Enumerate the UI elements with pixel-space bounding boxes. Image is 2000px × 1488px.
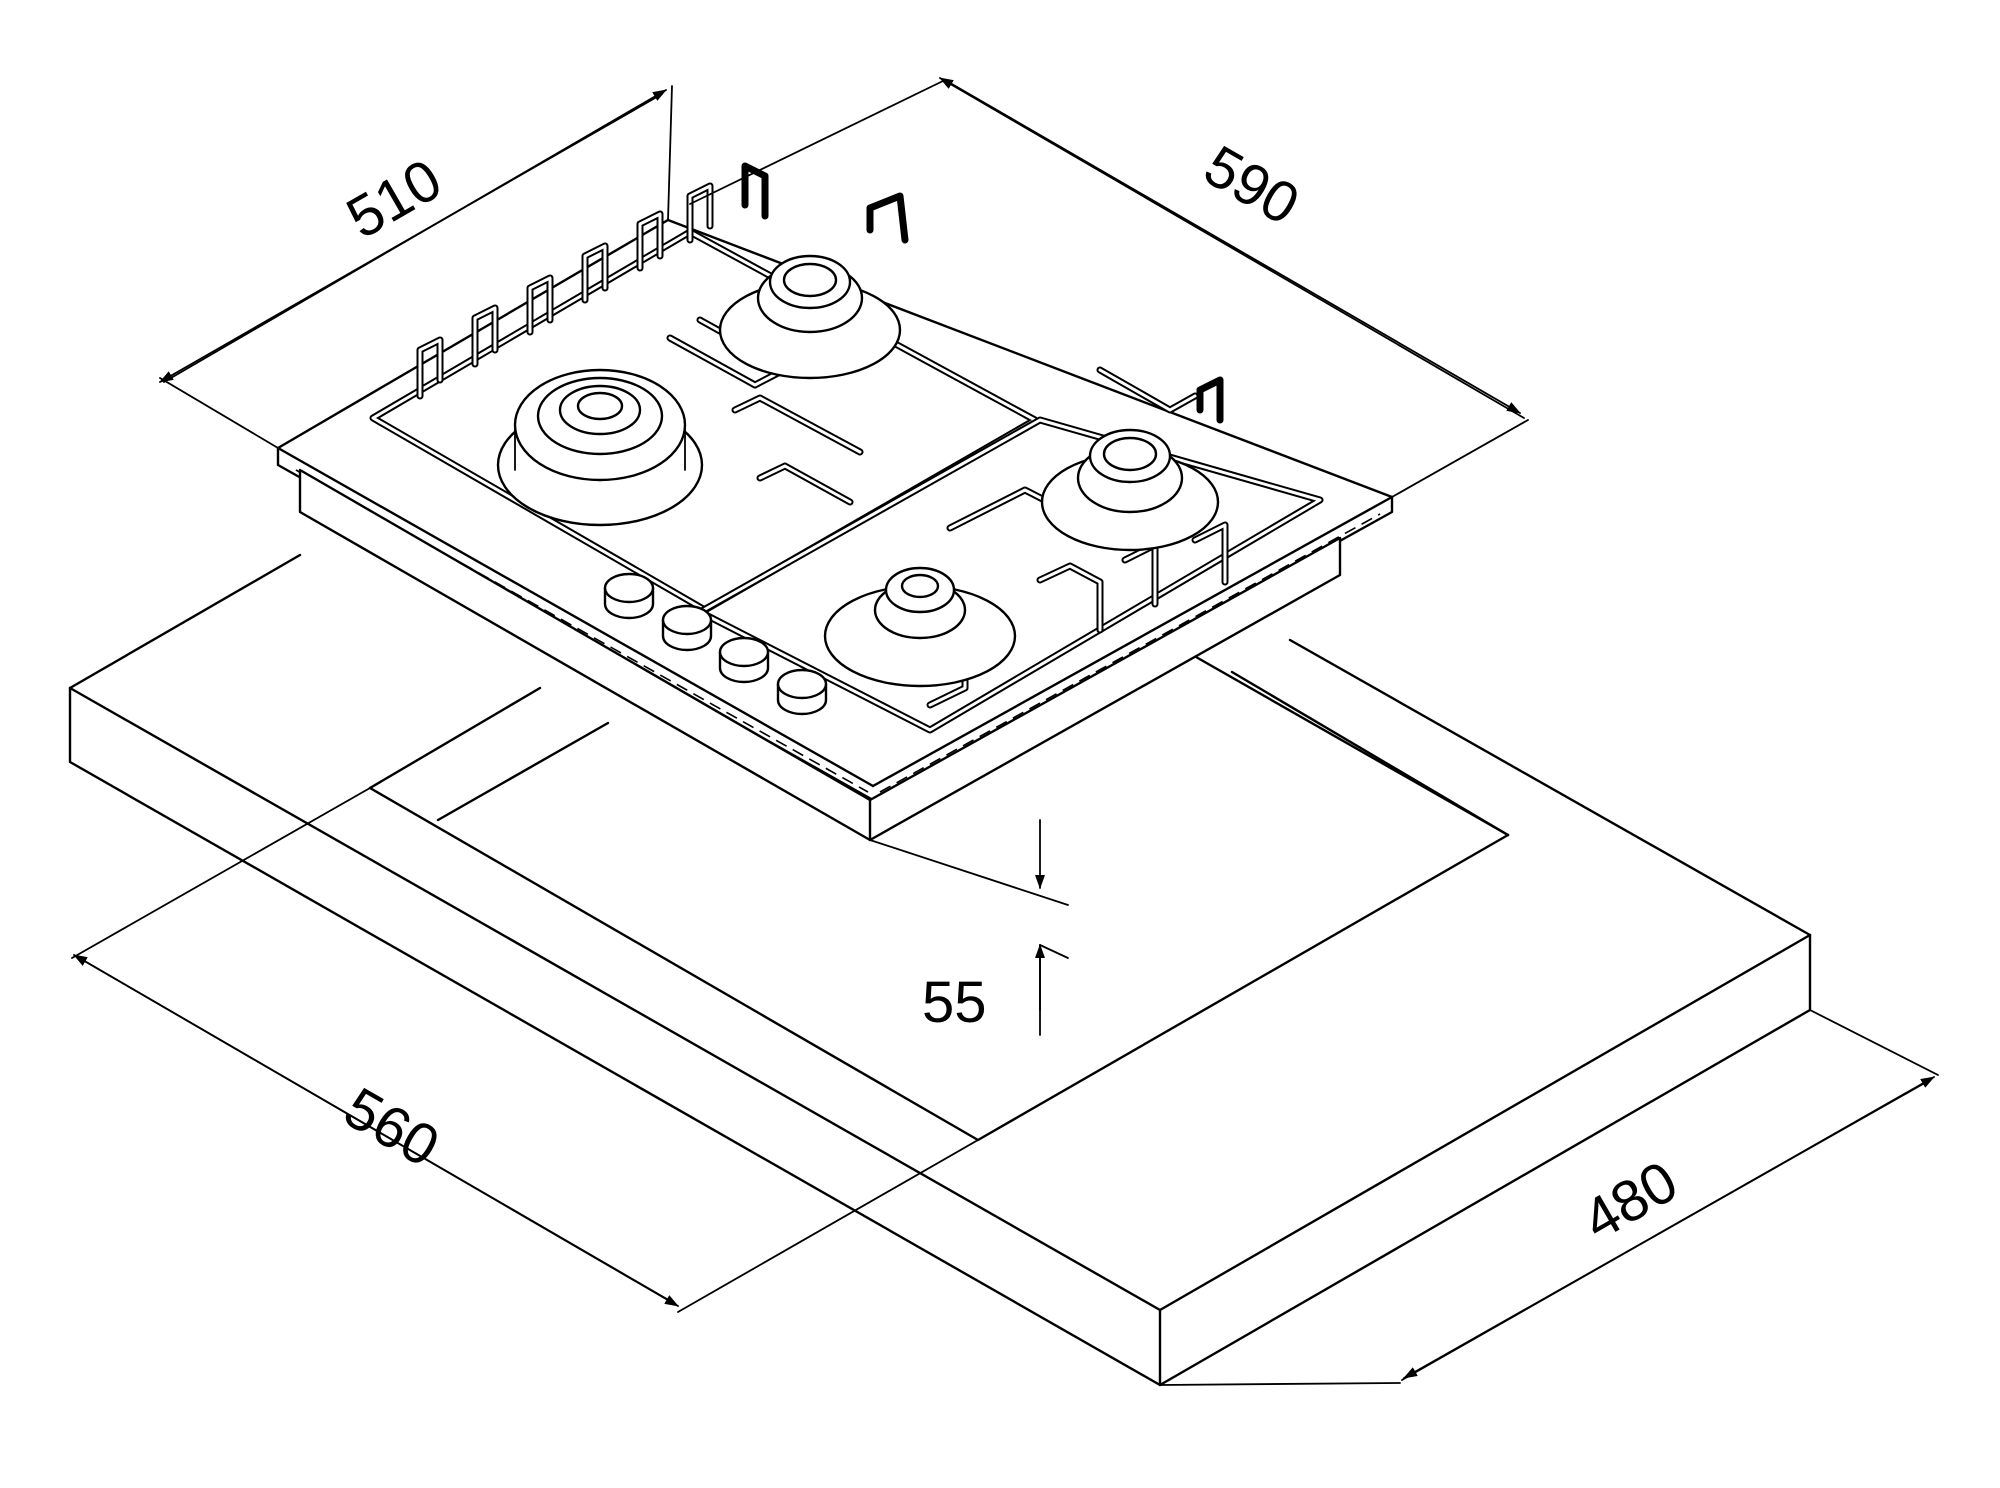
dimension-label-480: 480 <box>1572 1149 1688 1254</box>
burner-front-right <box>823 566 1017 688</box>
control-knob-2[interactable] <box>661 604 713 652</box>
dimension-label-510: 510 <box>336 147 452 252</box>
burner-rear-right <box>1040 428 1220 552</box>
pan-support-right <box>696 416 1324 734</box>
control-knob-1[interactable] <box>603 572 655 620</box>
dimension-55: 55 <box>869 819 1069 1036</box>
burner-wok-front-left <box>496 368 704 527</box>
burner-rear-left <box>718 254 902 380</box>
dimension-480: 480 <box>1159 1009 1939 1386</box>
control-knob-3[interactable] <box>718 636 770 684</box>
dimension-label-590: 590 <box>1194 133 1310 238</box>
dimension-560: 560 <box>71 787 979 1313</box>
hob-body <box>276 218 1394 842</box>
dimension-label-55: 55 <box>922 970 987 1035</box>
grate-teeth <box>416 162 1224 424</box>
control-knob-4[interactable] <box>776 668 828 716</box>
